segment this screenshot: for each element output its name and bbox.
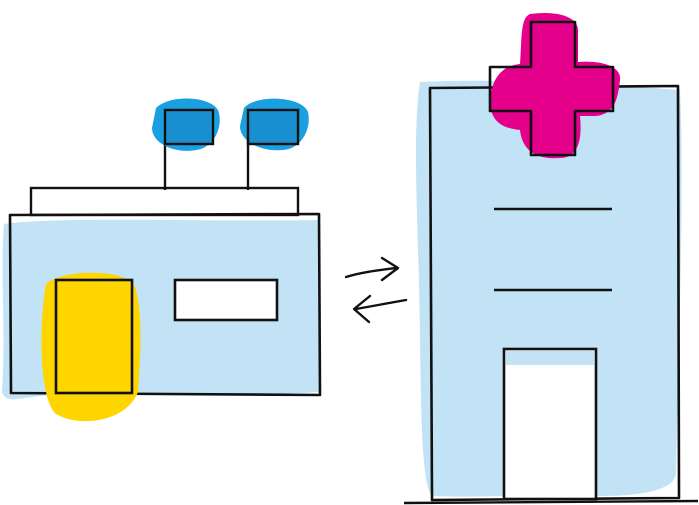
hospital-door bbox=[502, 347, 598, 501]
window-icon bbox=[173, 278, 279, 322]
hospital-fill bbox=[416, 80, 682, 497]
medical-cross-icon bbox=[488, 12, 621, 159]
small-building bbox=[2, 98, 322, 422]
flag-icon bbox=[240, 98, 309, 151]
exchange-arrows-icon bbox=[344, 256, 408, 324]
hospital-building bbox=[403, 12, 699, 505]
flag-icon bbox=[152, 98, 220, 151]
door-icon bbox=[41, 272, 141, 422]
roof-strip bbox=[29, 186, 300, 217]
ground-line bbox=[403, 499, 699, 505]
